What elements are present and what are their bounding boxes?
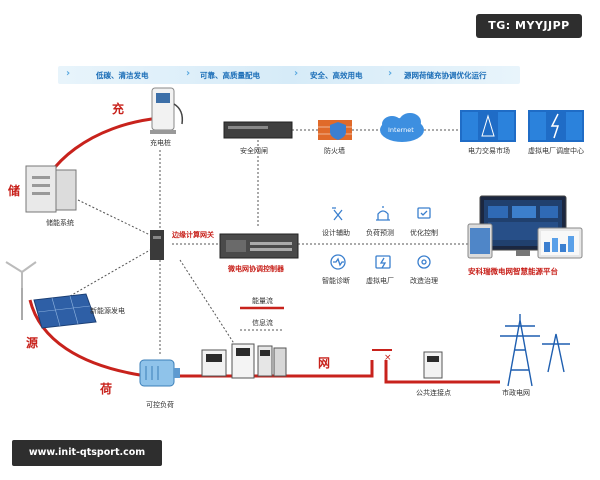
edge-gateway-icon [150,230,164,260]
security-gateway-icon [223,121,293,139]
switch-mark: × [384,353,392,363]
watermark-bottom: www.init-qtsport.com [12,440,162,466]
function-label: 优化控制 [410,229,438,237]
energy-arc [28,299,141,377]
info-line [179,259,236,346]
optimize-control-icon [417,207,431,219]
platform-screens-icon [467,195,583,259]
info-line [69,249,151,297]
controller-icon [219,233,299,259]
power-market-label: 电力交易市场 [468,147,510,155]
motor-icon [139,359,180,387]
pcc-label: 公共连接点 [416,389,451,397]
benefit-banner: › 低碳、清洁发电 › 可靠、高质量配电 › 安全、高效用电 › 源网荷储充协调… [58,66,520,84]
solar-panel-icon [33,293,97,329]
charging-pile-label: 充电桩 [150,139,171,147]
vpp-center-icon [528,110,584,142]
banner-item-4: 源网荷储充协调优化运行 [404,71,487,80]
energy-arc [384,360,500,384]
watermark-top: TG: MYYJJPP [476,14,582,38]
grid-tower-icon [500,314,570,387]
label-wang: 网 [318,356,331,370]
retrofit-icon [417,255,431,269]
virtual-plant-icon [375,255,391,269]
storage-cabinet-icon [25,165,77,213]
chevron-icon: › [186,68,191,79]
banner-item-2: 可靠、高质量配电 [200,71,260,80]
function-label: 改造治理 [410,277,438,285]
label-chu: 储 [8,184,21,198]
meters-icon [201,343,287,379]
chevron-icon: › [294,68,299,79]
banner-item-1: 低碳、清洁发电 [96,71,149,80]
chevron-icon: › [66,68,71,79]
label-he: 荷 [100,382,113,396]
wind-turbine-icon [5,261,37,320]
function-label: 智能诊断 [322,277,350,285]
design-assist-icon [332,207,343,221]
chevron-icon: › [388,68,393,79]
charging-pile-icon [150,87,184,134]
power-market-icon [460,110,516,142]
renewable-label: 新能源发电 [90,307,125,315]
internet-cloud-icon [380,113,424,142]
vpp-center-label: 虚拟电厂调度中心 [528,147,584,155]
storage-label: 储能系统 [46,219,74,227]
smart-diagnosis-icon [330,254,346,270]
edge-gateway-label: 边缘计算网关 [172,231,214,239]
label-chong: 充 [112,102,125,116]
function-label: 负荷预测 [366,229,394,237]
function-label: 虚拟电厂 [366,277,394,285]
banner-item-3: 安全、高效用电 [310,71,363,80]
grid-label: 市政电网 [502,389,530,397]
function-label: 设计辅助 [322,229,350,237]
internet-label: Internet [388,126,414,134]
firewall-label: 防火墙 [324,147,345,155]
info-line [77,199,151,236]
platform-label: 安科瑞微电网智慧能源平台 [468,267,558,276]
legend-info-label: 信息流 [252,319,273,327]
pcc-meter-icon [423,351,443,379]
controllable-load-label: 可控负荷 [146,401,174,409]
controller-label: 微电网协调控制器 [228,265,284,273]
load-forecast-icon [376,206,390,221]
legend-energy-label: 能量流 [252,297,273,305]
security-gateway-label: 安全网闸 [240,147,268,155]
label-yuan: 源 [26,336,39,350]
firewall-icon [318,120,352,140]
